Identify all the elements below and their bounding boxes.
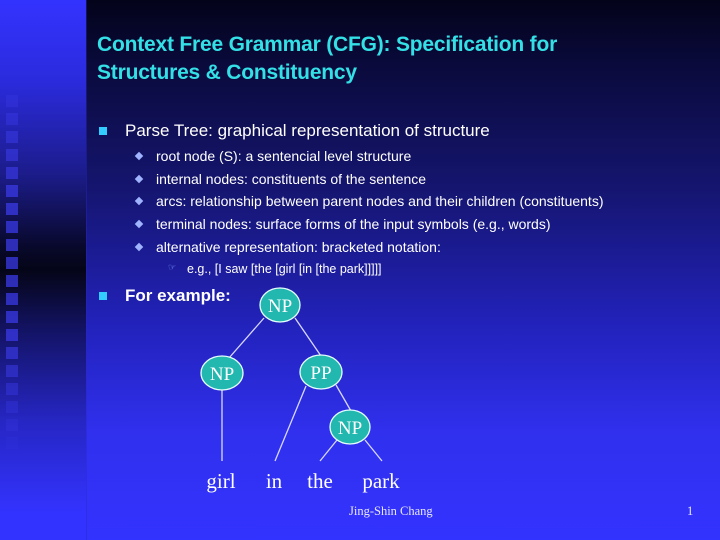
- tree-node-np-lower: NP: [329, 409, 371, 445]
- strip-divider: [86, 0, 87, 540]
- decorative-square: [6, 149, 18, 161]
- edge-np-root-to-pp: [294, 317, 322, 357]
- node-label: NP: [210, 364, 234, 385]
- bullet-text: Parse Tree: graphical representation of …: [125, 121, 490, 140]
- tree-node-pp: PP: [299, 354, 343, 390]
- decorative-square: [6, 257, 18, 269]
- sub-bullet-text: alternative representation: bracketed no…: [156, 239, 441, 255]
- decorative-square: [6, 437, 18, 449]
- decorative-square: [6, 113, 18, 125]
- sub-bullet-text: terminal nodes: surface forms of the inp…: [156, 216, 551, 232]
- terminal-word-girl: girl: [206, 469, 235, 493]
- sub-sub-bullet-text: e.g., [I saw [the [girl [in [the park]]]…: [187, 262, 382, 276]
- node-label: NP: [338, 418, 362, 439]
- title-line-2: Structures & Constituency: [97, 61, 357, 84]
- decorative-square: [6, 329, 18, 341]
- decorative-squares-column: [6, 0, 19, 540]
- tree-node-np-root: NP: [259, 287, 301, 323]
- edge-np-lower-to-park: [364, 439, 383, 462]
- decorative-square: [6, 95, 18, 107]
- edge-np-lower-to-the: [319, 439, 338, 462]
- footer-author: Jing-Shin Chang: [349, 504, 433, 518]
- decorative-square: [6, 167, 18, 179]
- decorative-square: [6, 347, 18, 359]
- edge-np-root-to-np-left: [228, 317, 265, 359]
- slide-title: Context Free Grammar (CFG): Specificatio…: [97, 31, 697, 87]
- edge-pp-to-np-lower: [335, 384, 352, 412]
- decorative-square: [6, 203, 18, 215]
- slide-page-number: 1: [687, 504, 694, 518]
- tree-node-np-left: NP: [200, 355, 244, 391]
- decorative-square: [6, 275, 18, 287]
- decorative-square: [6, 185, 18, 197]
- terminal-word-in: in: [266, 469, 283, 493]
- sub-bullet-text: root node (S): a sentencial level struct…: [156, 148, 412, 164]
- terminal-word-park: park: [362, 469, 400, 493]
- title-line-1: Context Free Grammar (CFG): Specificatio…: [97, 33, 558, 56]
- node-label: PP: [310, 363, 331, 384]
- tree-edges: [221, 317, 383, 462]
- decorative-square: [6, 131, 18, 143]
- square-bullet-icon: [99, 127, 107, 135]
- decorative-square: [6, 293, 18, 305]
- square-bullet-icon: [99, 292, 107, 300]
- decorative-square: [6, 365, 18, 377]
- node-label: NP: [268, 296, 292, 317]
- bullet-text: For example:: [125, 286, 231, 305]
- decorative-square: [6, 311, 18, 323]
- edge-pp-to-in: [274, 385, 307, 462]
- decorative-square: [6, 419, 18, 431]
- decorative-square: [6, 401, 18, 413]
- terminal-word-the: the: [307, 469, 333, 493]
- left-decorative-strip: [0, 0, 86, 540]
- decorative-square: [6, 221, 18, 233]
- decorative-square: [6, 239, 18, 251]
- sub-bullet-text: arcs: relationship between parent nodes …: [156, 193, 604, 209]
- sub-bullet-text: internal nodes: constituents of the sent…: [156, 171, 427, 187]
- decorative-square: [6, 383, 18, 395]
- pointing-hand-icon: ☞: [168, 263, 177, 273]
